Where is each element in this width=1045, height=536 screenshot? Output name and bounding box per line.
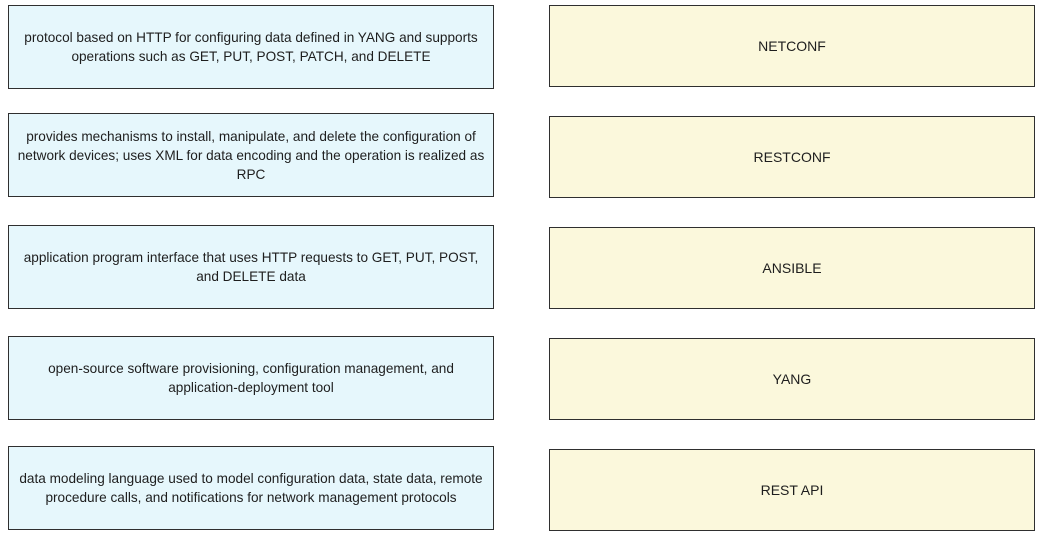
description-box-2[interactable]: provides mechanisms to install, manipula… [8,113,494,197]
description-text-2: provides mechanisms to install, manipula… [17,128,485,182]
description-box-4[interactable]: open-source software provisioning, confi… [8,336,494,420]
term-box-2[interactable]: RESTCONF [549,116,1035,198]
term-box-1[interactable]: NETCONF [549,5,1035,87]
term-label-5: REST API [760,482,824,498]
description-text-4: open-source software provisioning, confi… [48,361,454,395]
term-box-5[interactable]: REST API [549,449,1035,531]
description-box-3[interactable]: application program interface that uses … [8,225,494,309]
description-text-3: application program interface that uses … [23,250,479,284]
term-label-1: NETCONF [758,38,826,54]
term-label-3: ANSIBLE [762,260,822,276]
description-box-5[interactable]: data modeling language used to model con… [8,446,494,530]
description-text-1: protocol based on HTTP for configuring d… [24,30,478,64]
description-text-5: data modeling language used to model con… [19,471,483,505]
term-label-4: YANG [772,371,812,387]
term-box-4[interactable]: YANG [549,338,1035,420]
term-label-2: RESTCONF [753,149,831,165]
term-box-3[interactable]: ANSIBLE [549,227,1035,309]
description-box-1[interactable]: protocol based on HTTP for configuring d… [8,5,494,89]
